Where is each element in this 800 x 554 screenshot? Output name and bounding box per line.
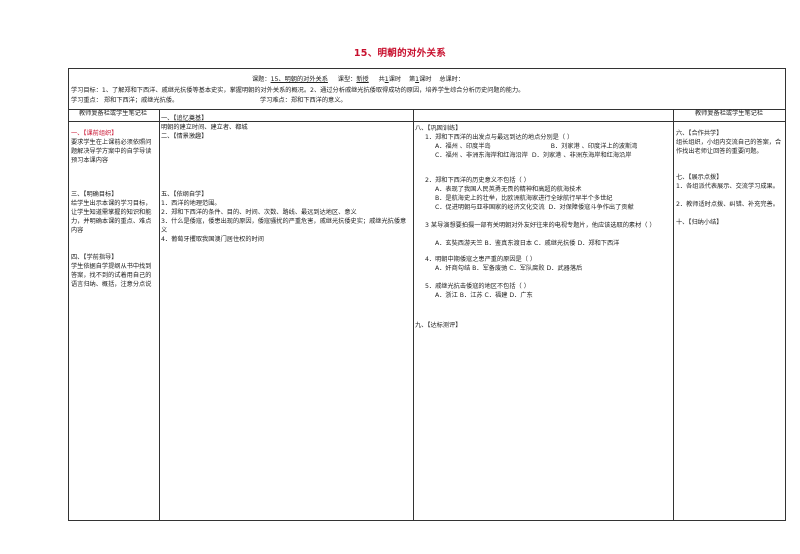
practice-q2-stem: 2．郑和下西洋的历史意义不包括（ ） bbox=[425, 177, 530, 184]
practice-q4-stem: 4．明朝中期倭寇之患严重的原因是（ ） bbox=[425, 256, 537, 263]
header-divider bbox=[69, 109, 785, 110]
column-divider-2 bbox=[413, 109, 414, 520]
practice-q5-stem: 5．戚继光抗击倭寇的地区不包括（ ） bbox=[425, 283, 530, 290]
summary-heading: 十、【归纳小结】 bbox=[676, 219, 723, 226]
presentation-heading: 七、【展示点拨】 bbox=[676, 174, 723, 181]
practice-q5-options: A．浙江 B．江苏 C．福建 D．广东 bbox=[435, 292, 533, 299]
learning-focus: 学习重点： 郑和下西洋；戚继光抗倭。 bbox=[71, 97, 179, 104]
guidance-heading: 四、【学前指导】 bbox=[71, 254, 118, 261]
type-value: 新授 bbox=[356, 76, 369, 83]
guidance-body: 学生依据自学提纲从书中找到答案，找不到的试着用自己的语言归纳、概括，注意分点说 bbox=[71, 263, 152, 288]
pre-class-heading: 一、【课前组织】 bbox=[71, 130, 118, 137]
meta-row: 课题：15、明朝的对外关系 课型：新授 共1课时 第1课时 总课时： bbox=[252, 76, 465, 83]
left-column-header: 教师复备栏或学生笔记栏 bbox=[78, 110, 148, 117]
practice-q2-cd: C．促进明朝与亚非国家的经济文化交流 D．对保障倭寇斗争作出了贡献 bbox=[435, 204, 634, 211]
self-study-q4: 4．葡萄牙攫取我国澳门居住权的时间 bbox=[161, 236, 264, 243]
presentation-body-2: 2．教师适时点拨、纠错、补充完善。 bbox=[676, 201, 779, 208]
practice-q2-a: A．表现了我国人民英勇无畏的精神和高超的航海技术 bbox=[435, 186, 582, 193]
lesson-plan-frame bbox=[68, 68, 786, 521]
learning-difficulty: 学习难点：郑和下西洋的意义。 bbox=[260, 97, 347, 104]
practice-q2-b: B．是航海史上的壮举，比欧洲航海家进行全球航行早半个多世纪 bbox=[435, 195, 613, 202]
goal-body: 给学生出示本课的学习目标，让学生知道需掌握的知识和能力，并明确本课的重点、难点内… bbox=[71, 200, 152, 234]
cooperation-heading: 六、【合作共学】 bbox=[676, 130, 723, 137]
practice-q1-stem: 1．郑和下西洋的出发点与最远到达的地点分别是（ ） bbox=[425, 134, 574, 141]
scenario-heading: 二、【情景激趣】 bbox=[161, 133, 208, 140]
review-heading: 一、【追忆奠基】 bbox=[161, 115, 208, 122]
column-divider-3 bbox=[673, 109, 674, 520]
practice-q3-options: A．玄奘西游天竺 B．鉴真东渡日本 C．戚继光抗倭 D．郑和下西洋 bbox=[435, 240, 620, 247]
review-body: 明朝的建立时间、建立者、都城 bbox=[161, 124, 248, 131]
topic-value: 15、明朝的对外关系 bbox=[270, 76, 328, 83]
assessment-heading: 九、【达标测评】 bbox=[415, 322, 462, 329]
goal-heading: 三、【明确目标】 bbox=[71, 191, 118, 198]
practice-heading: 八、【巩固训练】 bbox=[415, 125, 462, 132]
practice-q3-stem: 3 某导演想要拍摄一部有关明朝对外友好往来的电视专题片，他应该选取的素材（ ） bbox=[425, 222, 656, 229]
self-study-q1: 1．西洋的地理范围。 bbox=[161, 200, 221, 207]
self-study-q2: 2．郑和下西洋的条件、目的、时间、次数、路线、最远到达地区、意义 bbox=[161, 209, 357, 216]
practice-q1-options-cd: C．福州 、非洲东海岸和红海沿岸 D．刘家港 、非洲东海岸和红海沿岸 bbox=[435, 152, 632, 159]
learning-goals: 学习目标：1、了解郑和下西洋、戚继光抗倭等基本史实，掌握明朝的对外关系的概况。2… bbox=[71, 87, 525, 94]
column-header-divider bbox=[69, 121, 785, 122]
pre-class-body: 要求学生在上课前必须依照问题解决导学方案中的自学导读预习本课内容 bbox=[71, 139, 152, 164]
self-study-heading: 五、【依纲自学】 bbox=[161, 191, 208, 198]
self-study-q3: 3．什么是倭寇，倭患出现的原因，倭寇骚扰的严重危害，戚继光抗倭史实；戚继光抗倭意… bbox=[161, 218, 407, 234]
practice-q4-options: A．奸商勾结 B．军备废驰 C．军队腐败 D．武器落后 bbox=[435, 265, 583, 272]
cooperation-body: 组长组织，小组内交流自己的答案，合作找出老师让回答的重要问题。 bbox=[676, 139, 782, 155]
column-divider-1 bbox=[159, 109, 160, 520]
presentation-body-1: 1．各组派代表展示、交流学习成果。 bbox=[676, 183, 779, 190]
right-column-header: 教师复备栏或学生笔记栏 bbox=[694, 110, 764, 117]
document-title: 15、明朝的对外关系 bbox=[353, 48, 447, 59]
